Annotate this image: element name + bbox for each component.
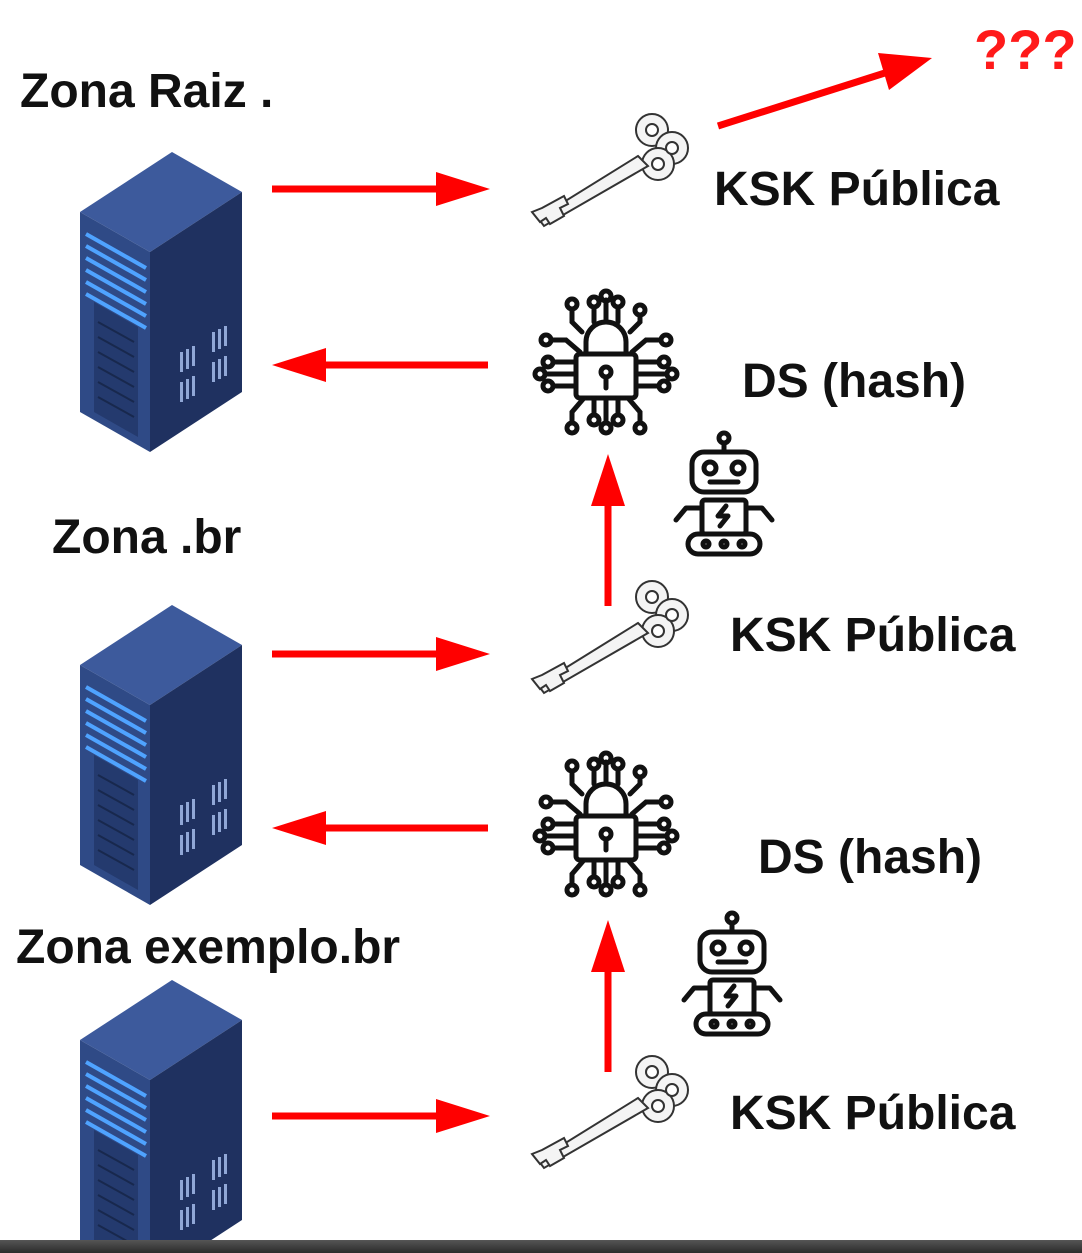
arrow-root-to-key — [272, 172, 490, 206]
server-icon-exemplo — [78, 978, 244, 1253]
bottom-bar — [0, 1240, 1082, 1253]
zone-label-exemplo: Zona exemplo.br — [16, 921, 401, 974]
ksk-label-root: KSK Pública — [714, 163, 1000, 216]
arrow-ds-to-root — [272, 348, 488, 382]
arrow-key-to-unknown — [716, 53, 932, 130]
arrow-ds-to-br — [272, 811, 488, 845]
arrow-exemplo-key-to-ds — [591, 920, 625, 1072]
lock-circuit-icon-br — [535, 753, 677, 895]
zone-label-root: Zona Raiz . — [20, 65, 274, 118]
ksk-label-br: KSK Pública — [730, 609, 1016, 662]
ksk-label-exemplo: KSK Pública — [730, 1087, 1016, 1140]
key-icon-root — [531, 113, 689, 227]
arrow-br-key-to-ds — [591, 454, 625, 606]
server-icon-br — [78, 603, 244, 907]
zone-label-br: Zona .br — [52, 511, 242, 564]
server-icon-root — [78, 150, 244, 454]
robot-icon-lower — [684, 913, 780, 1034]
unknown-label: ??? — [974, 18, 1077, 81]
arrow-br-to-key — [272, 637, 490, 671]
arrow-exemplo-to-key — [272, 1099, 490, 1133]
lock-circuit-icon-root — [535, 291, 677, 433]
key-icon-exemplo — [531, 1055, 689, 1169]
ds-label-br: DS (hash) — [758, 831, 983, 884]
ds-label-root: DS (hash) — [742, 355, 967, 408]
robot-icon-upper — [676, 433, 772, 554]
